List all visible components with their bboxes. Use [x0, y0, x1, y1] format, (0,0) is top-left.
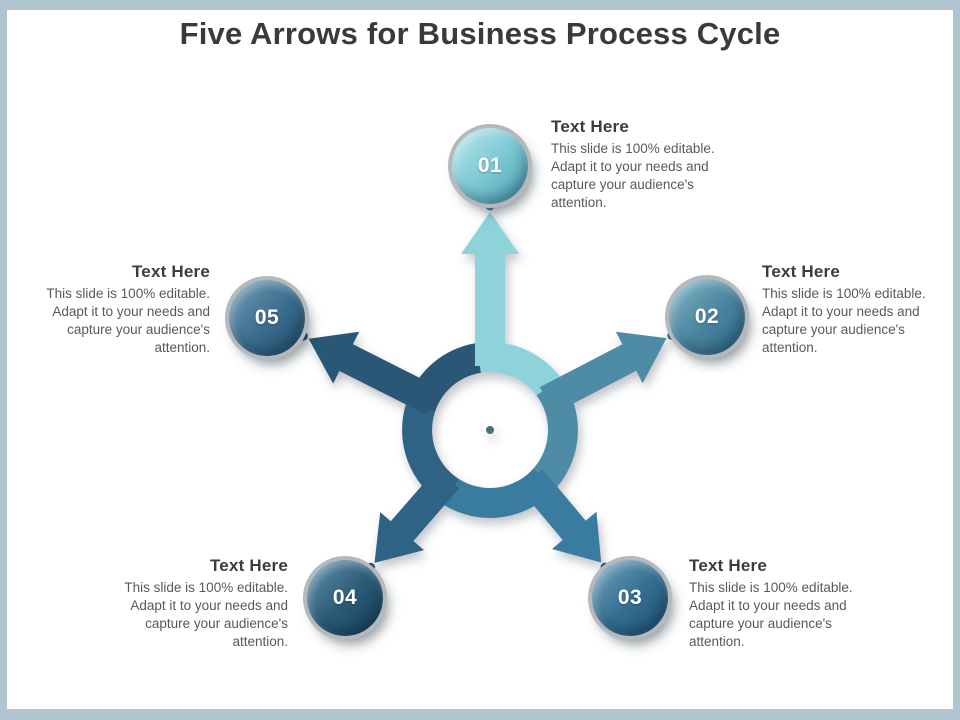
step-heading: Text Here — [762, 262, 841, 281]
arrow-shaft-02 — [539, 331, 667, 414]
step-description: This slide is 100% editable. Adapt it to… — [551, 141, 715, 210]
step-heading: Text Here — [689, 556, 768, 575]
step-description: This slide is 100% editable. Adapt it to… — [46, 286, 210, 355]
step-heading: Text Here — [209, 556, 288, 575]
step-description: This slide is 100% editable. Adapt it to… — [689, 580, 853, 649]
step-text-block-03: Text Here This slide is 100% editable. A… — [689, 556, 855, 651]
slide-title: Five Arrows for Business Process Cycle — [179, 16, 781, 51]
step-number: 03 — [617, 586, 643, 609]
step-heading: Text Here — [131, 262, 210, 281]
arrow-shaft-03 — [519, 469, 602, 563]
step-text-block-04: Text Here This slide is 100% editable. A… — [122, 556, 288, 651]
center-dot — [486, 426, 494, 434]
step-number: 01 — [477, 154, 503, 177]
step-text-block-01: Text Here This slide is 100% editable. A… — [551, 117, 717, 212]
step-description: This slide is 100% editable. Adapt it to… — [762, 286, 926, 355]
arrow-shaft-04 — [374, 468, 460, 563]
step-number: 02 — [694, 305, 720, 328]
step-circle-01: 01 — [452, 128, 528, 204]
step-text-block-05: Text Here This slide is 100% editable. A… — [44, 262, 210, 357]
step-number: 04 — [332, 586, 358, 609]
arrow-shaft-01 — [461, 212, 519, 366]
step-number: 05 — [254, 306, 280, 329]
step-text-block-02: Text Here This slide is 100% editable. A… — [762, 262, 928, 357]
step-circle-04: 04 — [307, 560, 383, 636]
step-description: This slide is 100% editable. Adapt it to… — [124, 580, 288, 649]
step-circle-05: 05 — [229, 280, 305, 356]
step-heading: Text Here — [551, 117, 630, 136]
step-circle-02: 02 — [669, 279, 745, 355]
arrow-shaft-05 — [308, 331, 440, 415]
arrow-tail-03 — [443, 468, 557, 518]
step-circle-03: 03 — [592, 560, 668, 636]
